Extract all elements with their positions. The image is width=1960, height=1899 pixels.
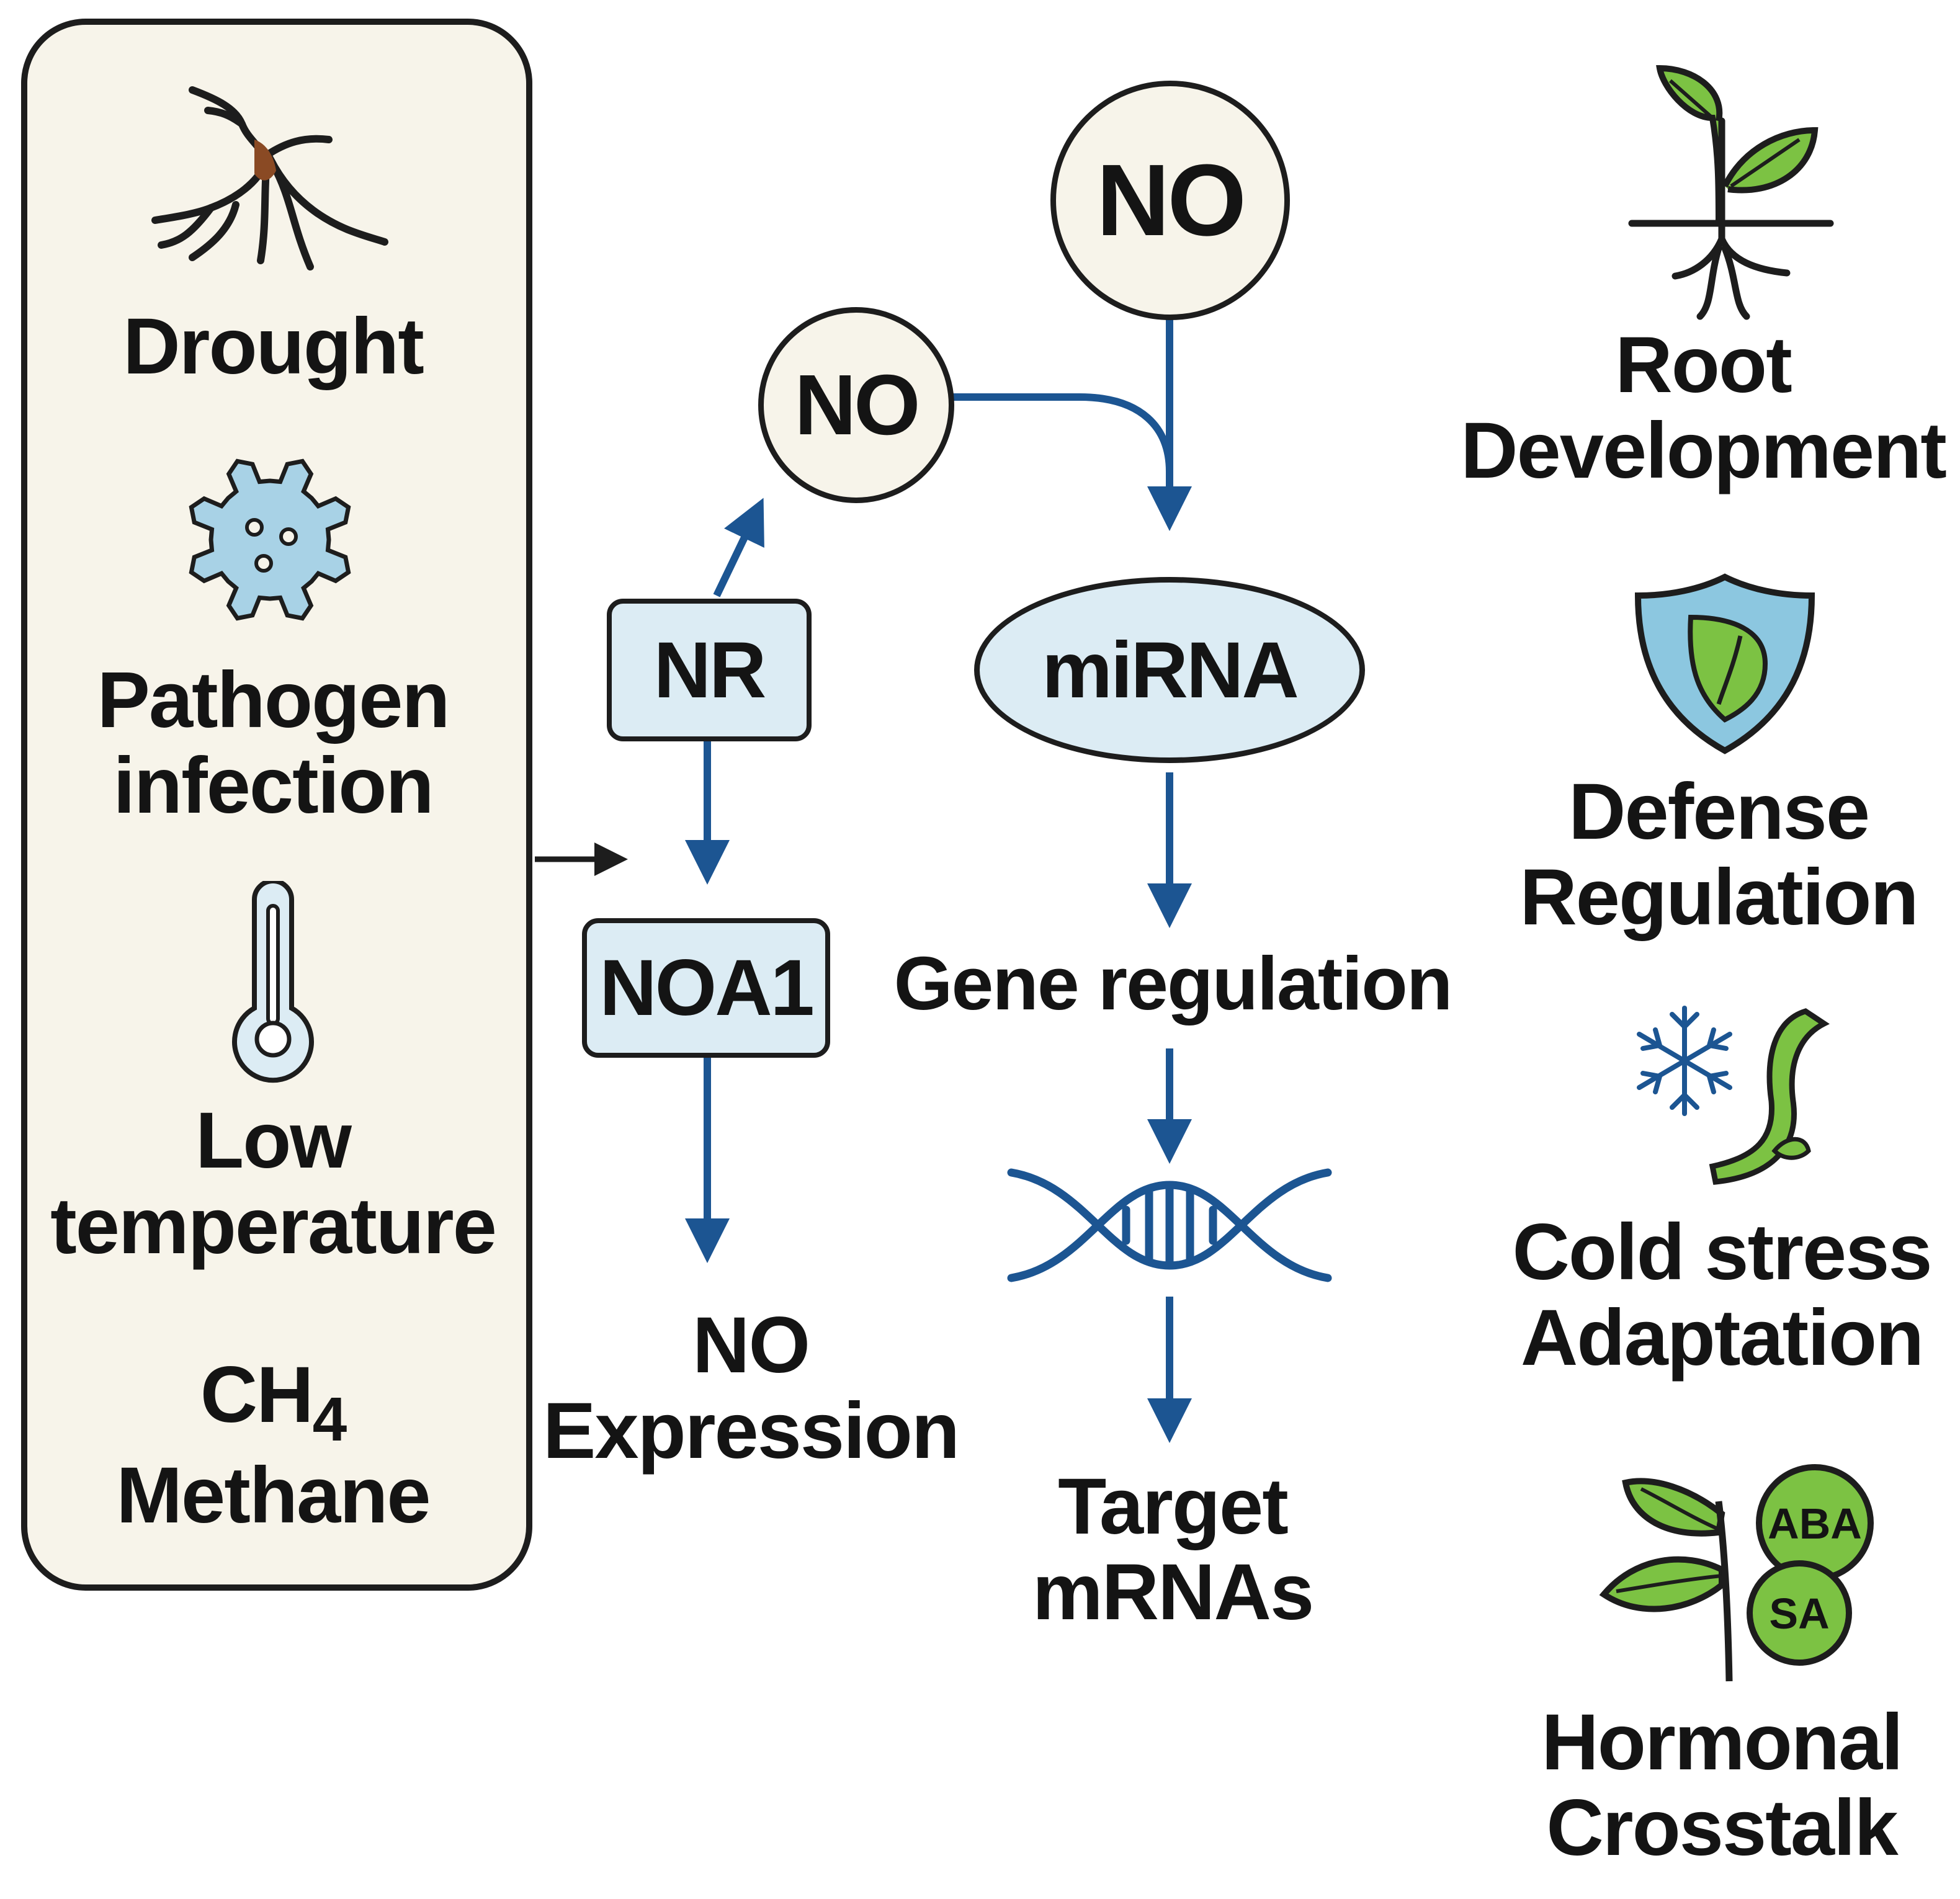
outcome-label-root-development: Root Development — [1461, 321, 1947, 496]
noa1-node: NOA1 — [582, 918, 830, 1058]
outcome-label-hormonal-crosstalk: Hormonal Crosstalk — [1541, 1698, 1903, 1873]
nr-node: NR — [607, 599, 812, 741]
thermometer-icon — [232, 881, 314, 1083]
dna-icon — [1007, 1168, 1332, 1282]
arrow-nr-to-no — [713, 498, 764, 597]
snowflake-sprout-icon — [1637, 1006, 1830, 1185]
no-expression-label: NO Expression — [542, 1301, 960, 1476]
virus-icon — [189, 458, 351, 621]
stress-factors-panel — [21, 19, 532, 1591]
shield-leaf-icon — [1634, 573, 1815, 754]
plant-hormone-icon: ABA SA — [1599, 1464, 1874, 1682]
seedling-root-icon — [1628, 65, 1834, 320]
no-small-node: NO — [758, 307, 954, 503]
arrow-small-no-to-mirna — [949, 393, 1173, 472]
badge-aba: ABA — [1768, 1499, 1862, 1548]
root-icon — [151, 86, 388, 270]
mirna-node: miRNA — [974, 577, 1365, 763]
gene-regulation-label: Gene regulation — [893, 941, 1453, 1025]
outcome-label-cold-stress: Cold stress Adaptation — [1512, 1208, 1932, 1383]
outcome-label-defense-regulation: Defense Regulation — [1519, 767, 1918, 942]
no-top-node: NO — [1050, 81, 1290, 320]
badge-sa: SA — [1769, 1589, 1829, 1638]
stress-label-methane: CH4 Methane — [56, 1352, 490, 1539]
methane-formula: CH4 — [200, 1351, 347, 1454]
stress-label-low-temperature: Low temperature — [50, 1096, 497, 1271]
target-mrnas-label: Target mRNAs — [1032, 1462, 1314, 1637]
stress-label-pathogen: Pathogen infection — [97, 656, 450, 831]
stress-label-drought: Drought — [123, 302, 424, 391]
